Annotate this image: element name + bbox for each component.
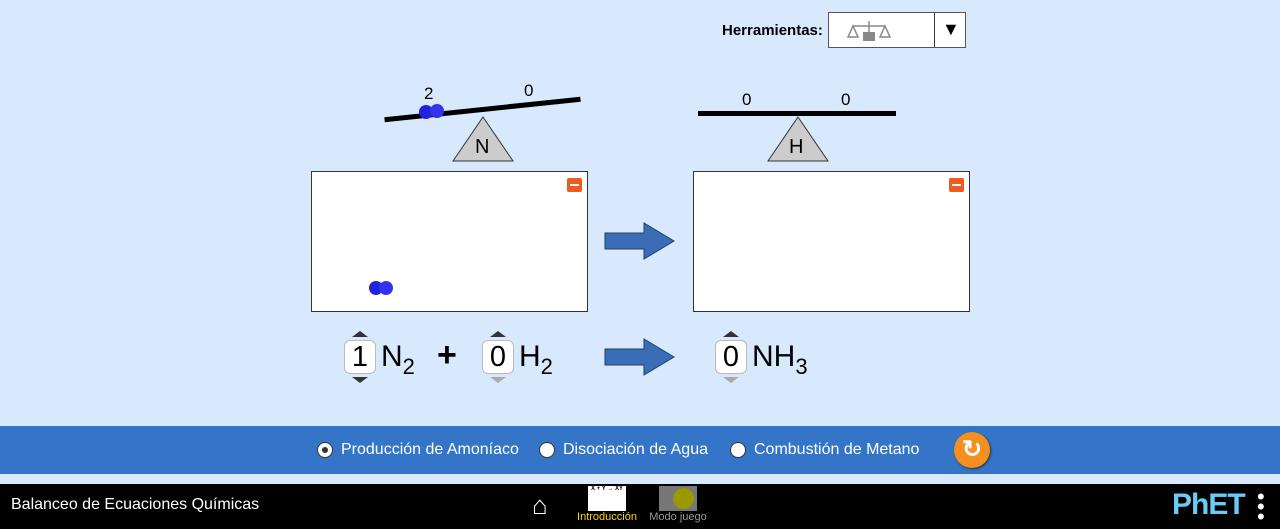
tools-combo-box[interactable]: ▼ xyxy=(828,12,966,48)
formula-n2: N2 xyxy=(381,340,415,379)
formula-nh3: NH3 xyxy=(752,340,808,379)
nav-bar: Balanceo de Ecuaciones Químicas ⌂ X + Y … xyxy=(0,484,1280,529)
right-count: 0 xyxy=(524,81,534,100)
element-label: N xyxy=(475,136,490,158)
fulcrum xyxy=(452,116,514,162)
plus-sign: + xyxy=(437,336,457,374)
coef-value[interactable]: 1 xyxy=(344,340,376,374)
radio-methane[interactable]: Combustión de Metano xyxy=(730,441,919,459)
screen-game-button[interactable]: Modo juego xyxy=(642,486,714,523)
arrow-icon xyxy=(604,222,675,260)
arrow-icon xyxy=(604,338,675,376)
tools-label: Herramientas: xyxy=(722,22,823,39)
reset-button[interactable]: ↻ xyxy=(954,432,990,468)
collapse-button[interactable] xyxy=(567,178,582,192)
products-box xyxy=(693,171,970,312)
sim-title: Balanceo de Ecuaciones Químicas xyxy=(11,496,260,513)
collapse-button[interactable] xyxy=(949,178,964,192)
balance-beam-h: 0 0 H xyxy=(697,82,897,162)
coef-value[interactable]: 0 xyxy=(482,340,514,374)
right-count: 0 xyxy=(841,90,851,109)
smiley-icon xyxy=(659,486,697,511)
coef-value[interactable]: 0 xyxy=(715,340,747,374)
balance-scale-icon xyxy=(847,21,891,41)
left-count: 0 xyxy=(742,90,752,109)
chevron-down-icon: ▼ xyxy=(942,19,960,39)
element-label: H xyxy=(789,136,804,158)
formula-h2: H2 xyxy=(519,340,553,379)
menu-icon[interactable]: ••• xyxy=(1257,484,1265,529)
n2-molecule[interactable] xyxy=(368,280,398,296)
balance-beam-n: 2 0 N xyxy=(382,81,582,162)
radio-water[interactable]: Disociación de Agua xyxy=(539,441,708,459)
fulcrum xyxy=(767,116,829,162)
home-icon[interactable]: ⌂ xyxy=(532,490,548,520)
n2-molecule xyxy=(419,104,444,119)
reaction-selector-bar xyxy=(0,426,1280,474)
phet-logo[interactable]: PhET xyxy=(1172,488,1246,521)
screen-intro-button[interactable]: X + Y → XY Introducción xyxy=(577,486,637,523)
intro-icon: X + Y → XY xyxy=(588,486,626,511)
left-count: 2 xyxy=(424,84,434,103)
reactants-box xyxy=(311,171,588,312)
radio-ammonia[interactable]: Producción de Amoníaco xyxy=(317,441,519,459)
